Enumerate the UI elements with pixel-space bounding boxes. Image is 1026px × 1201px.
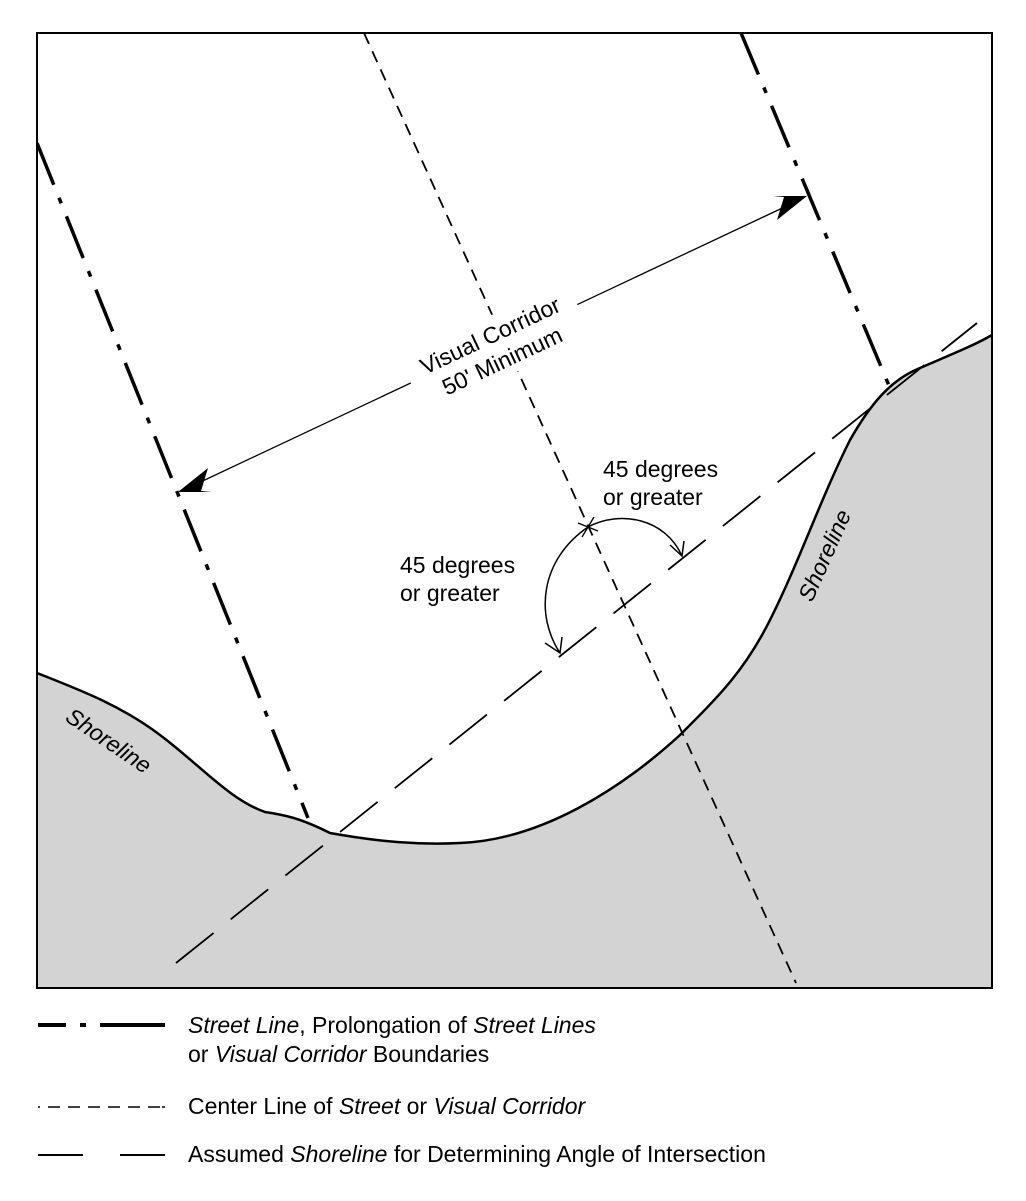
legend-text: Visual Corridor <box>214 1041 367 1067</box>
legend-text: Street Line <box>188 1012 300 1038</box>
legend-text: Boundaries <box>366 1041 490 1067</box>
legend-text: for Determining Angle of Intersection <box>387 1141 766 1167</box>
angle-label-left-line2: or greater <box>400 580 500 606</box>
arrowhead-left <box>178 468 212 492</box>
arrowhead-angle-right <box>669 540 685 558</box>
legend-text: Visual Corridor <box>433 1093 586 1119</box>
legend-text: Street Lines <box>473 1012 596 1038</box>
street-line-right <box>739 33 892 389</box>
angle-label-right-line1: 45 degrees <box>603 456 718 482</box>
land-area <box>37 335 992 988</box>
arrowhead-right <box>773 196 807 220</box>
shoreline <box>37 333 992 845</box>
street-line-left <box>37 142 310 819</box>
assumed-shoreline <box>175 322 978 964</box>
frame <box>36 32 993 989</box>
legend-swatches <box>38 1023 165 1156</box>
legend-text: or <box>400 1093 434 1119</box>
legend-text: , Prolongation of <box>299 1012 474 1038</box>
legend-text: Street <box>338 1093 401 1119</box>
angle-arc-left <box>544 526 589 654</box>
angle-label-right-line2: or greater <box>603 484 703 510</box>
legend-text: Center Line of <box>188 1093 339 1119</box>
legend-item-street-line: Street Line, Prolongation of Street Line… <box>188 1011 596 1069</box>
angle-arc-right <box>587 517 683 557</box>
legend-text: Shoreline <box>290 1141 388 1167</box>
arrowhead-angle-left <box>544 636 563 655</box>
legend-item-center-line: Center Line of Street or Visual Corridor <box>188 1092 585 1121</box>
intersection-mark <box>577 516 599 538</box>
legend-text: or <box>188 1041 215 1067</box>
legend-item-assumed-shoreline: Assumed Shoreline for Determining Angle … <box>188 1140 766 1169</box>
angle-label-left-line1: 45 degrees <box>400 552 515 578</box>
legend-text: Assumed <box>188 1141 291 1167</box>
center-line <box>363 33 797 984</box>
